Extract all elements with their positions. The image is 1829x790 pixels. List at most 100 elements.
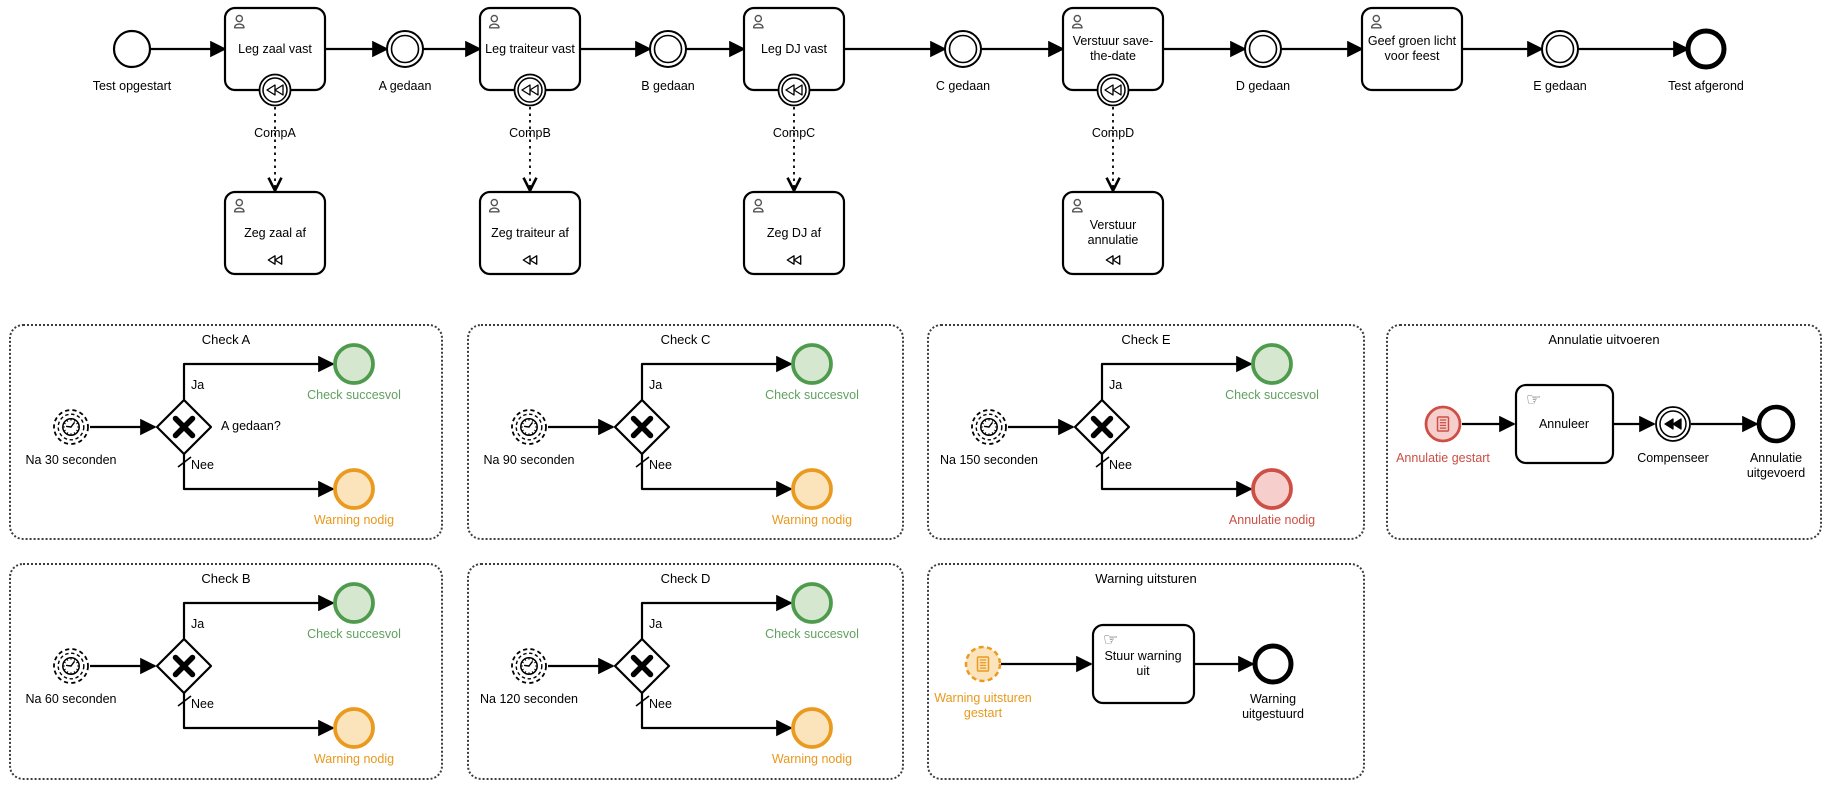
timer-clock-icon [994,422,997,425]
timer-clock-icon [65,425,72,428]
timer-clock-icon [524,658,527,661]
compensation-task [478,190,582,276]
success-end-event [333,582,375,624]
timer-clock-icon [521,661,524,664]
compensation-icon [529,84,539,96]
event-subprocess-annulatie-uitvoeren [1386,324,1822,540]
warning-end-event [333,707,375,749]
timer-clock-icon [983,425,990,428]
timer-clock-icon [531,432,534,435]
event-subprocess-check-c [467,324,904,540]
timer-clock-icon [988,422,993,428]
timer-clock-icon [981,429,984,432]
intermediate-event [944,30,982,68]
compensation-icon [1112,255,1121,265]
intermediate-event [653,34,683,64]
timer-clock-icon [524,671,527,674]
warning-end-event [791,707,833,749]
user-icon [233,207,245,213]
user-icon [752,23,764,29]
user-icon [754,198,763,207]
timer-clock-icon [73,432,76,435]
timer-clock-icon [531,658,534,661]
timer-clock-icon [66,658,69,661]
user-icon [488,207,500,213]
success-end-event [791,343,833,385]
event-subprocess-check-e [927,324,1365,540]
timer-clock-icon [528,661,533,667]
timer-clock-icon [65,664,72,667]
timer-clock-icon [991,419,994,422]
user-icon [754,14,763,23]
timer-clock-icon [73,658,76,661]
sequence-flow [640,693,793,737]
timer-clock-icon [70,661,75,667]
compensation-icon [1672,418,1682,430]
sequence-flow [1100,454,1253,498]
compensation-task [1061,190,1165,276]
intermediate-event [649,30,687,68]
xor-gateway-x [172,415,196,439]
intermediate-event [948,34,978,64]
timer-clock-icon [534,422,537,425]
intermediate-event [390,34,420,64]
user-icon [235,198,244,207]
success-end-event [1251,343,1293,385]
user-icon [1073,198,1082,207]
compensation-boundary-event [262,77,288,103]
timer-clock-icon [521,429,524,432]
success-end-event [791,582,833,624]
user-icon [1071,23,1083,29]
timer-clock-icon [521,668,524,671]
timer-clock-icon [534,429,537,432]
manual-task-icon: ☞ [1526,390,1541,410]
timer-clock-icon [523,425,530,428]
timer-clock-icon [531,671,534,674]
timer-clock-icon [76,429,79,432]
compensation-icon [793,255,802,265]
timer-clock-icon [63,429,66,432]
timer-clock-icon [523,664,530,667]
sequence-flow [1100,355,1253,400]
sequence-flow [640,454,793,498]
compensation-throw-event [1659,410,1687,438]
timer-clock-icon [66,671,69,674]
timer-clock-icon [63,422,66,425]
timer-clock-icon [531,419,534,422]
user-icon [1372,14,1381,23]
xor-gateway-x [630,415,654,439]
compensation-task [223,190,327,276]
event-subprocess-check-b [9,563,443,780]
timer-clock-icon [994,429,997,432]
conditional-icon [976,656,990,672]
user-icon [1071,207,1083,213]
user-icon [488,23,500,29]
compensation-icon [274,255,283,265]
success-end-event [333,343,375,385]
compensation-icon [793,84,803,96]
timer-clock-icon [528,422,533,428]
sequence-flow [182,355,335,400]
sequence-flow [640,594,793,639]
user-icon [1370,23,1382,29]
user-icon [752,207,764,213]
user-task [1360,6,1464,92]
warning-end-event [791,468,833,510]
compensation-task [742,190,846,276]
timer-clock-icon [984,419,987,422]
timer-start-event [57,413,85,441]
manual-task-icon: ☞ [1103,630,1118,650]
timer-clock-icon [534,661,537,664]
timer-clock-icon [63,661,66,664]
event-subprocess-warning-uitsturen [927,563,1365,780]
compensation-icon [274,84,284,96]
timer-clock-icon [66,419,69,422]
xor-gateway-x [630,654,654,678]
timer-clock-icon [76,661,79,664]
sequence-flow [640,355,793,400]
timer-clock-icon [981,422,984,425]
compensation-boundary-event [781,77,807,103]
compensation-icon [529,255,538,265]
xor-gateway-x [1090,415,1114,439]
